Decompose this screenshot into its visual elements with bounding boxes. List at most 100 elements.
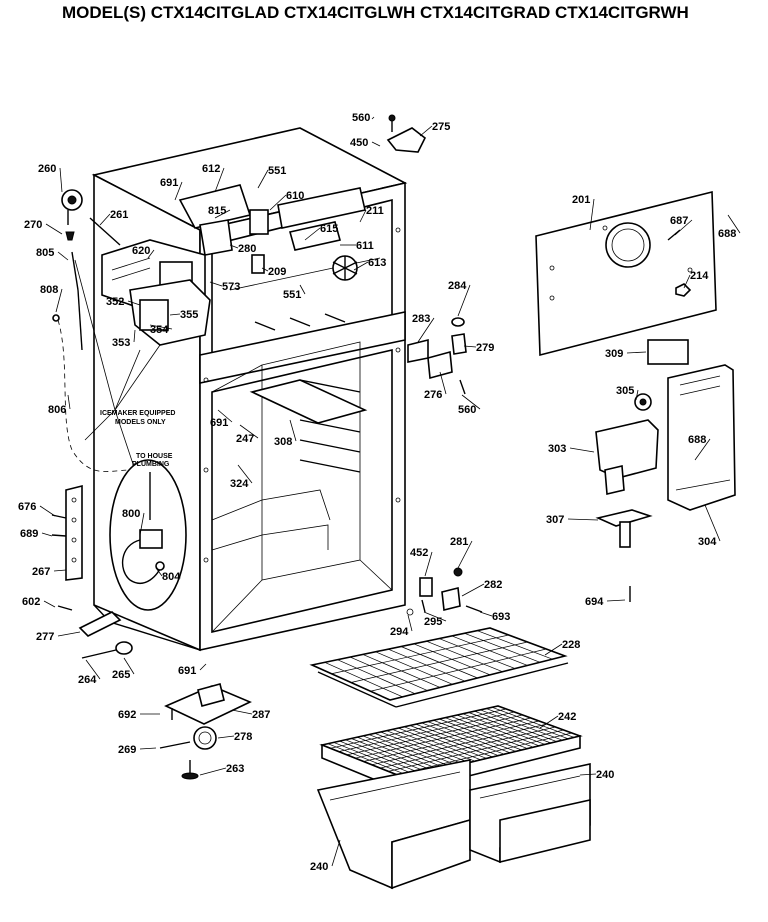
callout-353: 353 bbox=[112, 337, 130, 349]
callout-242: 242 bbox=[558, 711, 576, 723]
leader-308 bbox=[289, 419, 297, 442]
callout-800: 800 bbox=[122, 508, 140, 520]
leader-602 bbox=[43, 600, 56, 608]
callout-282: 282 bbox=[484, 579, 502, 591]
callout-309: 309 bbox=[605, 348, 623, 360]
leader-613 bbox=[353, 261, 369, 271]
callout-804: 804 bbox=[162, 571, 181, 583]
leader-551 bbox=[299, 284, 306, 295]
callout-287: 287 bbox=[252, 709, 270, 721]
leader-275 bbox=[419, 125, 433, 137]
leader-806 bbox=[67, 394, 71, 410]
callout-806: 806 bbox=[48, 404, 66, 416]
leader-281 bbox=[457, 540, 473, 569]
leader-691 bbox=[199, 663, 207, 671]
crisper-cover bbox=[667, 364, 736, 511]
leader-615 bbox=[304, 227, 321, 241]
leader-247 bbox=[239, 424, 259, 439]
callout-283: 283 bbox=[412, 313, 430, 325]
svg-text:TO HOUSE: TO HOUSE bbox=[136, 453, 173, 460]
leader-211 bbox=[359, 209, 367, 223]
icemaker-note: ICEMAKER EQUIPPED MODELS ONLY bbox=[74, 259, 175, 471]
leader-573 bbox=[209, 281, 223, 287]
leader-295 bbox=[423, 611, 447, 622]
wire-shelf bbox=[309, 627, 569, 708]
callout-450: 450 bbox=[350, 137, 368, 149]
bracket-307 bbox=[595, 509, 653, 548]
leader-264 bbox=[85, 659, 101, 680]
callout-693: 693 bbox=[492, 611, 510, 623]
callout-279: 279 bbox=[476, 342, 494, 354]
leader-240 bbox=[579, 773, 597, 776]
callout-352: 352 bbox=[106, 296, 124, 308]
leader-676 bbox=[39, 505, 56, 517]
leader-278 bbox=[217, 735, 235, 739]
callout-676: 676 bbox=[18, 501, 36, 513]
leader-612 bbox=[214, 167, 225, 193]
water-line-dashed bbox=[57, 319, 131, 472]
leader-805 bbox=[57, 251, 69, 261]
leader-284 bbox=[457, 284, 471, 317]
leader-270 bbox=[45, 223, 63, 235]
callout-815: 815 bbox=[208, 205, 226, 217]
crisper-drawer-left bbox=[316, 759, 471, 890]
leader-267 bbox=[53, 569, 67, 572]
callout-613: 613 bbox=[368, 257, 386, 269]
leader-800 bbox=[139, 512, 145, 536]
callout-694: 694 bbox=[585, 596, 604, 608]
leader-620 bbox=[147, 249, 155, 259]
leader-452 bbox=[424, 551, 433, 577]
callout-264: 264 bbox=[78, 674, 97, 686]
leader-282 bbox=[461, 583, 485, 597]
leader-355 bbox=[169, 313, 181, 316]
callout-805: 805 bbox=[36, 247, 54, 259]
callout-691: 691 bbox=[160, 177, 178, 189]
leader-276 bbox=[439, 371, 447, 395]
leader-324 bbox=[237, 464, 253, 484]
callout-240: 240 bbox=[596, 769, 614, 781]
callout-354: 354 bbox=[150, 324, 169, 336]
leader-287 bbox=[231, 709, 253, 715]
leader-lines bbox=[39, 116, 741, 867]
leader-265 bbox=[123, 657, 135, 675]
callout-688: 688 bbox=[688, 434, 706, 446]
crisper-drawer-right bbox=[469, 763, 591, 864]
leader-804 bbox=[155, 567, 163, 577]
leader-694 bbox=[606, 599, 626, 602]
callout-551: 551 bbox=[268, 165, 286, 177]
label-plate bbox=[647, 339, 689, 365]
callout-689: 689 bbox=[20, 528, 38, 540]
callout-281: 281 bbox=[450, 536, 468, 548]
callout-211: 211 bbox=[366, 205, 384, 217]
callout-284: 284 bbox=[448, 280, 467, 292]
model-title: MODEL(S) CTX14CITGLAD CTX14CITGLWH CTX14… bbox=[62, 3, 689, 22]
callout-263: 263 bbox=[226, 763, 244, 775]
leader-688 bbox=[694, 438, 711, 461]
callout-278: 278 bbox=[234, 731, 252, 743]
leader-691 bbox=[174, 181, 183, 201]
leader-354 bbox=[149, 324, 173, 330]
callout-269: 269 bbox=[118, 744, 136, 756]
leader-560 bbox=[371, 116, 375, 120]
leader-260 bbox=[59, 167, 63, 193]
leader-691 bbox=[217, 409, 233, 423]
callout-560: 560 bbox=[352, 112, 370, 124]
callout-304: 304 bbox=[698, 536, 717, 548]
callout-260: 260 bbox=[38, 163, 56, 175]
callout-560: 560 bbox=[458, 404, 476, 416]
control-housing bbox=[178, 184, 366, 281]
callout-277: 277 bbox=[36, 631, 54, 643]
leader-240 bbox=[331, 839, 341, 867]
callout-201: 201 bbox=[572, 194, 590, 206]
leader-261 bbox=[99, 213, 111, 226]
callout-240: 240 bbox=[310, 861, 328, 873]
callout-324: 324 bbox=[230, 478, 249, 490]
leader-687 bbox=[674, 219, 693, 236]
callout-615: 615 bbox=[320, 223, 338, 235]
leader-305 bbox=[635, 389, 639, 401]
leader-689 bbox=[41, 532, 53, 537]
leveling-parts bbox=[159, 683, 252, 780]
leader-560 bbox=[461, 394, 481, 410]
control-knob bbox=[595, 393, 659, 495]
